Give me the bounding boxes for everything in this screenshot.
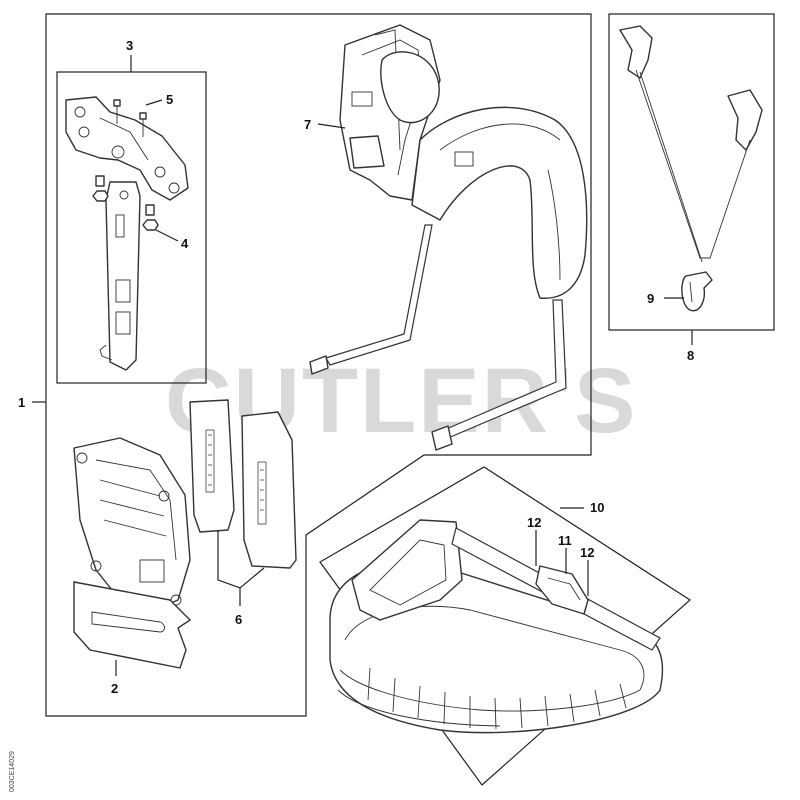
watermark-text: CUTLER'S (165, 350, 637, 452)
back-plate-part (73, 437, 191, 669)
leader-5 (145, 99, 163, 106)
pad-6-part (189, 399, 297, 569)
callout-4: 4 (181, 236, 189, 251)
belt-part (329, 519, 664, 734)
harness-part (309, 24, 588, 451)
callout-11: 11 (558, 533, 572, 548)
callout-12a: 12 (527, 515, 541, 530)
drawing-code: 003CE14029 (9, 751, 16, 792)
leader-7 (317, 123, 346, 129)
callout-5: 5 (166, 92, 173, 107)
hook-9-part (681, 271, 713, 312)
bracket-plate-part (99, 181, 141, 371)
callout-1: 1 (18, 395, 25, 410)
leader-4 (155, 229, 179, 242)
callout-9: 9 (647, 291, 654, 306)
nut-4-part (92, 175, 159, 231)
callout-10: 10 (590, 500, 604, 515)
belt-10-frame (319, 466, 691, 786)
hook-kit-part (619, 25, 763, 263)
callout-3: 3 (126, 38, 133, 53)
mounting-plate-part (65, 96, 189, 201)
leader-6 (217, 530, 265, 589)
callout-2: 2 (111, 681, 118, 696)
callout-7: 7 (304, 117, 311, 132)
screw-5-part (113, 99, 147, 137)
assembly-1-frame (45, 13, 592, 717)
callout-8: 8 (687, 348, 694, 363)
callout-12b: 12 (580, 545, 594, 560)
callout-6: 6 (235, 612, 242, 627)
